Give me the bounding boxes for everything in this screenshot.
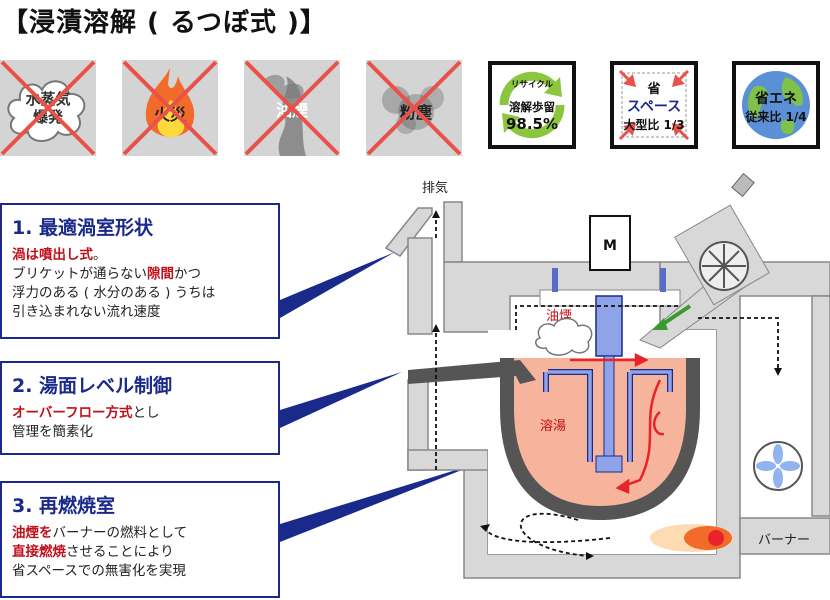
oil-smoke-hazard: 油煙	[244, 60, 340, 156]
feature-heading: 3. 再燃焼室	[12, 495, 116, 517]
feature-text: させることにより	[66, 544, 174, 560]
bolt	[660, 268, 666, 292]
melt-label: 溶湯	[540, 419, 566, 434]
feature-highlight: 直接燃焼	[12, 544, 66, 560]
gas-flow-paths	[435, 216, 779, 557]
burner-fan	[753, 441, 803, 491]
feature-text: とし	[132, 405, 160, 421]
page-title: 【浸漬溶解 ( るつぼ式 )】	[2, 8, 327, 38]
overflow-spout	[408, 360, 536, 384]
exhaust-label: 排気	[422, 180, 448, 196]
prohibited-cross-icon	[366, 60, 462, 156]
feature-box-vortex: 1. 最適渦室形状 渦は噴出し式。 ブリケットが通らない隙間かつ 浮力のある (…	[0, 203, 280, 339]
feature-text: かつ	[174, 266, 201, 282]
feature-text: 浮力のある ( 水分のある ) うちは	[12, 285, 216, 301]
callout-pointer	[280, 462, 482, 542]
badge-value: 98.5%	[506, 115, 558, 133]
fire-hazard: 火災	[122, 60, 218, 156]
feature-text: 管理を簡素化	[12, 424, 93, 440]
feature-highlight: 渦は噴出し式	[12, 247, 93, 263]
briquette-piece	[731, 172, 755, 198]
callout-pointer	[280, 252, 395, 318]
feature-heading: 2. 湯面レベル制御	[12, 375, 173, 397]
badge-line2: 従来比 1/4	[744, 109, 806, 124]
recycle-yield-badge: リサイクル 溶解歩留 98.5%	[488, 61, 576, 149]
steam-explosion-hazard: 水蒸気 爆発	[0, 60, 96, 156]
feature-text: バーナーの燃料として	[52, 525, 188, 541]
feature-heading: 1. 最適渦室形状	[12, 217, 154, 239]
stirring-shaft	[603, 355, 615, 457]
badge-line3: 大型比 1/3	[623, 117, 684, 132]
badge-line2: スペース	[627, 99, 681, 115]
feature-highlight: オーバーフロー方式	[12, 405, 133, 421]
feed-chute	[639, 172, 770, 349]
space-saving-badge: 省 スペース 大型比 1/3	[610, 61, 698, 149]
badge-top-label: リサイクル	[511, 79, 554, 90]
feature-text: ブリケットが通らない	[12, 266, 147, 282]
feature-box-reburn: 3. 再燃焼室 油煙をバーナーの燃料として 直接燃焼させることにより 省スペース…	[0, 481, 280, 598]
bolt	[552, 268, 558, 292]
shaft-housing	[595, 295, 623, 357]
recycle-arrows-icon: リサイクル 溶解歩留 98.5%	[499, 71, 565, 139]
dust-hazard: 粉塵	[366, 60, 462, 156]
badge-line1: 省	[646, 81, 660, 97]
flow-arrowheads	[432, 210, 782, 560]
burner-fan-icon	[756, 444, 800, 488]
burner-flame-icon	[650, 524, 734, 552]
smoke-plume-icon	[264, 74, 306, 156]
feature-text: 引き込まれない流れ速度	[12, 304, 161, 320]
motor-label: M	[603, 238, 617, 254]
burner-label: バーナー	[758, 533, 810, 548]
badge-line1: 省エネ	[754, 90, 797, 107]
feature-text: 。	[93, 247, 107, 263]
feature-highlight: 油煙を	[12, 525, 53, 541]
shrink-arrows-icon: 省 スペース 大型比 1/3	[618, 69, 690, 141]
reburn-chamber	[407, 261, 830, 579]
badge-mid-label: 溶解歩留	[509, 100, 555, 114]
smoke-cloud-icon	[535, 317, 593, 356]
feature-highlight: 隙間	[147, 266, 174, 282]
motor	[589, 215, 631, 271]
prohibited-cross-icon	[122, 60, 218, 156]
molten-metal	[514, 358, 686, 506]
globe-icon: 省エネ 従来比 1/4	[742, 71, 810, 139]
exhaust-duct	[384, 201, 661, 335]
feature-box-level-control: 2. 湯面レベル制御 オーバーフロー方式とし 管理を簡素化	[0, 361, 280, 455]
callout-pointer	[280, 372, 402, 428]
vortex-chamber-fill	[544, 370, 672, 462]
feature-text: 省スペースでの無害化を実現	[12, 563, 186, 579]
melt-flow-arrows	[570, 352, 665, 494]
prohibited-cross-icon	[0, 60, 96, 156]
impeller	[595, 455, 623, 473]
energy-saving-badge: 省エネ 従来比 1/4	[732, 61, 820, 149]
prohibited-cross-icon	[244, 60, 340, 156]
